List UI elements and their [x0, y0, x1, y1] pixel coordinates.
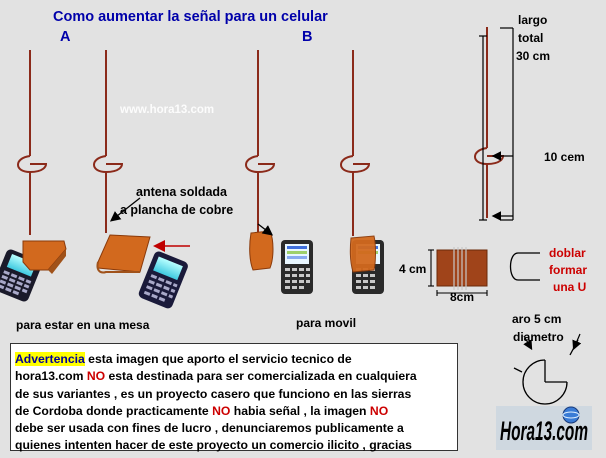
u-shape-icon: [509, 252, 540, 281]
hora13-logo: Hora13.com: [496, 406, 592, 450]
section-b-label: B: [302, 29, 312, 45]
ring-arrow-right: [572, 333, 582, 351]
label-length: 30 cm: [516, 49, 550, 63]
watermark-text: www.hora13.com: [119, 104, 214, 116]
page-title: Como aumentar la señal para un celular: [53, 9, 328, 25]
antenna-4: [340, 50, 371, 236]
label-4cm: 4 cm: [399, 262, 426, 276]
label-aro-1: aro 5 cm: [512, 312, 561, 326]
warning-box: Advertencia esta imagen que aporto el se…: [10, 343, 458, 453]
ring-arrow-left: [523, 335, 533, 351]
warning-no-2: NO: [212, 403, 231, 418]
warning-text-1: esta imagen que aporto el servicio tecni…: [84, 352, 352, 366]
caption-mesa: para estar en una mesa: [16, 318, 150, 332]
plate-dimension-width: [436, 290, 488, 296]
antenna-label-line2: a plancha de cobre: [120, 203, 233, 217]
antenna-2: [93, 50, 124, 233]
logo-text: Hora13.com: [500, 416, 588, 446]
label-total: total: [518, 31, 543, 45]
label-doblar-2: formar: [549, 263, 587, 277]
section-a-label: A: [60, 29, 71, 45]
antenna-dimension: [474, 27, 505, 218]
warning-text-7: debe ser usada con fines de lucro , denu…: [15, 421, 404, 436]
copper-sleeve-3: [249, 230, 274, 271]
label-8cm: 8cm: [450, 290, 474, 304]
plate-dimension-height: [428, 249, 434, 287]
warning-highlight: Advertencia: [15, 352, 85, 366]
copper-plate-2: [96, 234, 151, 274]
warning-text-2: hora13.com: [15, 369, 87, 384]
sleeve-arrow: [257, 223, 274, 236]
label-doblar-1: doblar: [549, 246, 586, 260]
warning-text-3: esta destinada para ser comercializada e…: [105, 369, 417, 384]
warning-no-3: NO: [369, 403, 389, 418]
copper-plate-flat: [436, 247, 488, 290]
antenna-label-line1: antena soldada: [136, 185, 228, 199]
copper-sleeve-4: [349, 235, 376, 273]
dimension-line-right: [500, 27, 514, 221]
phone-movil-1: [281, 240, 313, 294]
warning-text-4: de sus variantes , es un proyecto casero…: [15, 386, 412, 401]
label-doblar-3: una U: [553, 280, 586, 294]
label-10cm: 10 cem: [544, 150, 585, 164]
warning-text-6: habia señal , la imagen: [230, 403, 370, 418]
caption-movil: para movil: [296, 316, 356, 330]
label-largo: largo: [518, 13, 547, 27]
antenna-1: [17, 50, 48, 235]
copper-plate-1: [22, 240, 67, 274]
antenna-3: [245, 50, 276, 233]
label-aro-2: diametro: [513, 330, 564, 344]
phone-table-2: [138, 251, 188, 309]
dimension-line-left: [479, 35, 487, 221]
warning-text-5: de Cordoba donde practicamente: [15, 403, 213, 418]
warning-text-8: quienes intenten hacer de este proyecto …: [15, 438, 412, 453]
ring-diagram: [513, 339, 579, 405]
antenna-label-arrow: [109, 197, 141, 222]
warning-no-1: NO: [86, 369, 106, 384]
